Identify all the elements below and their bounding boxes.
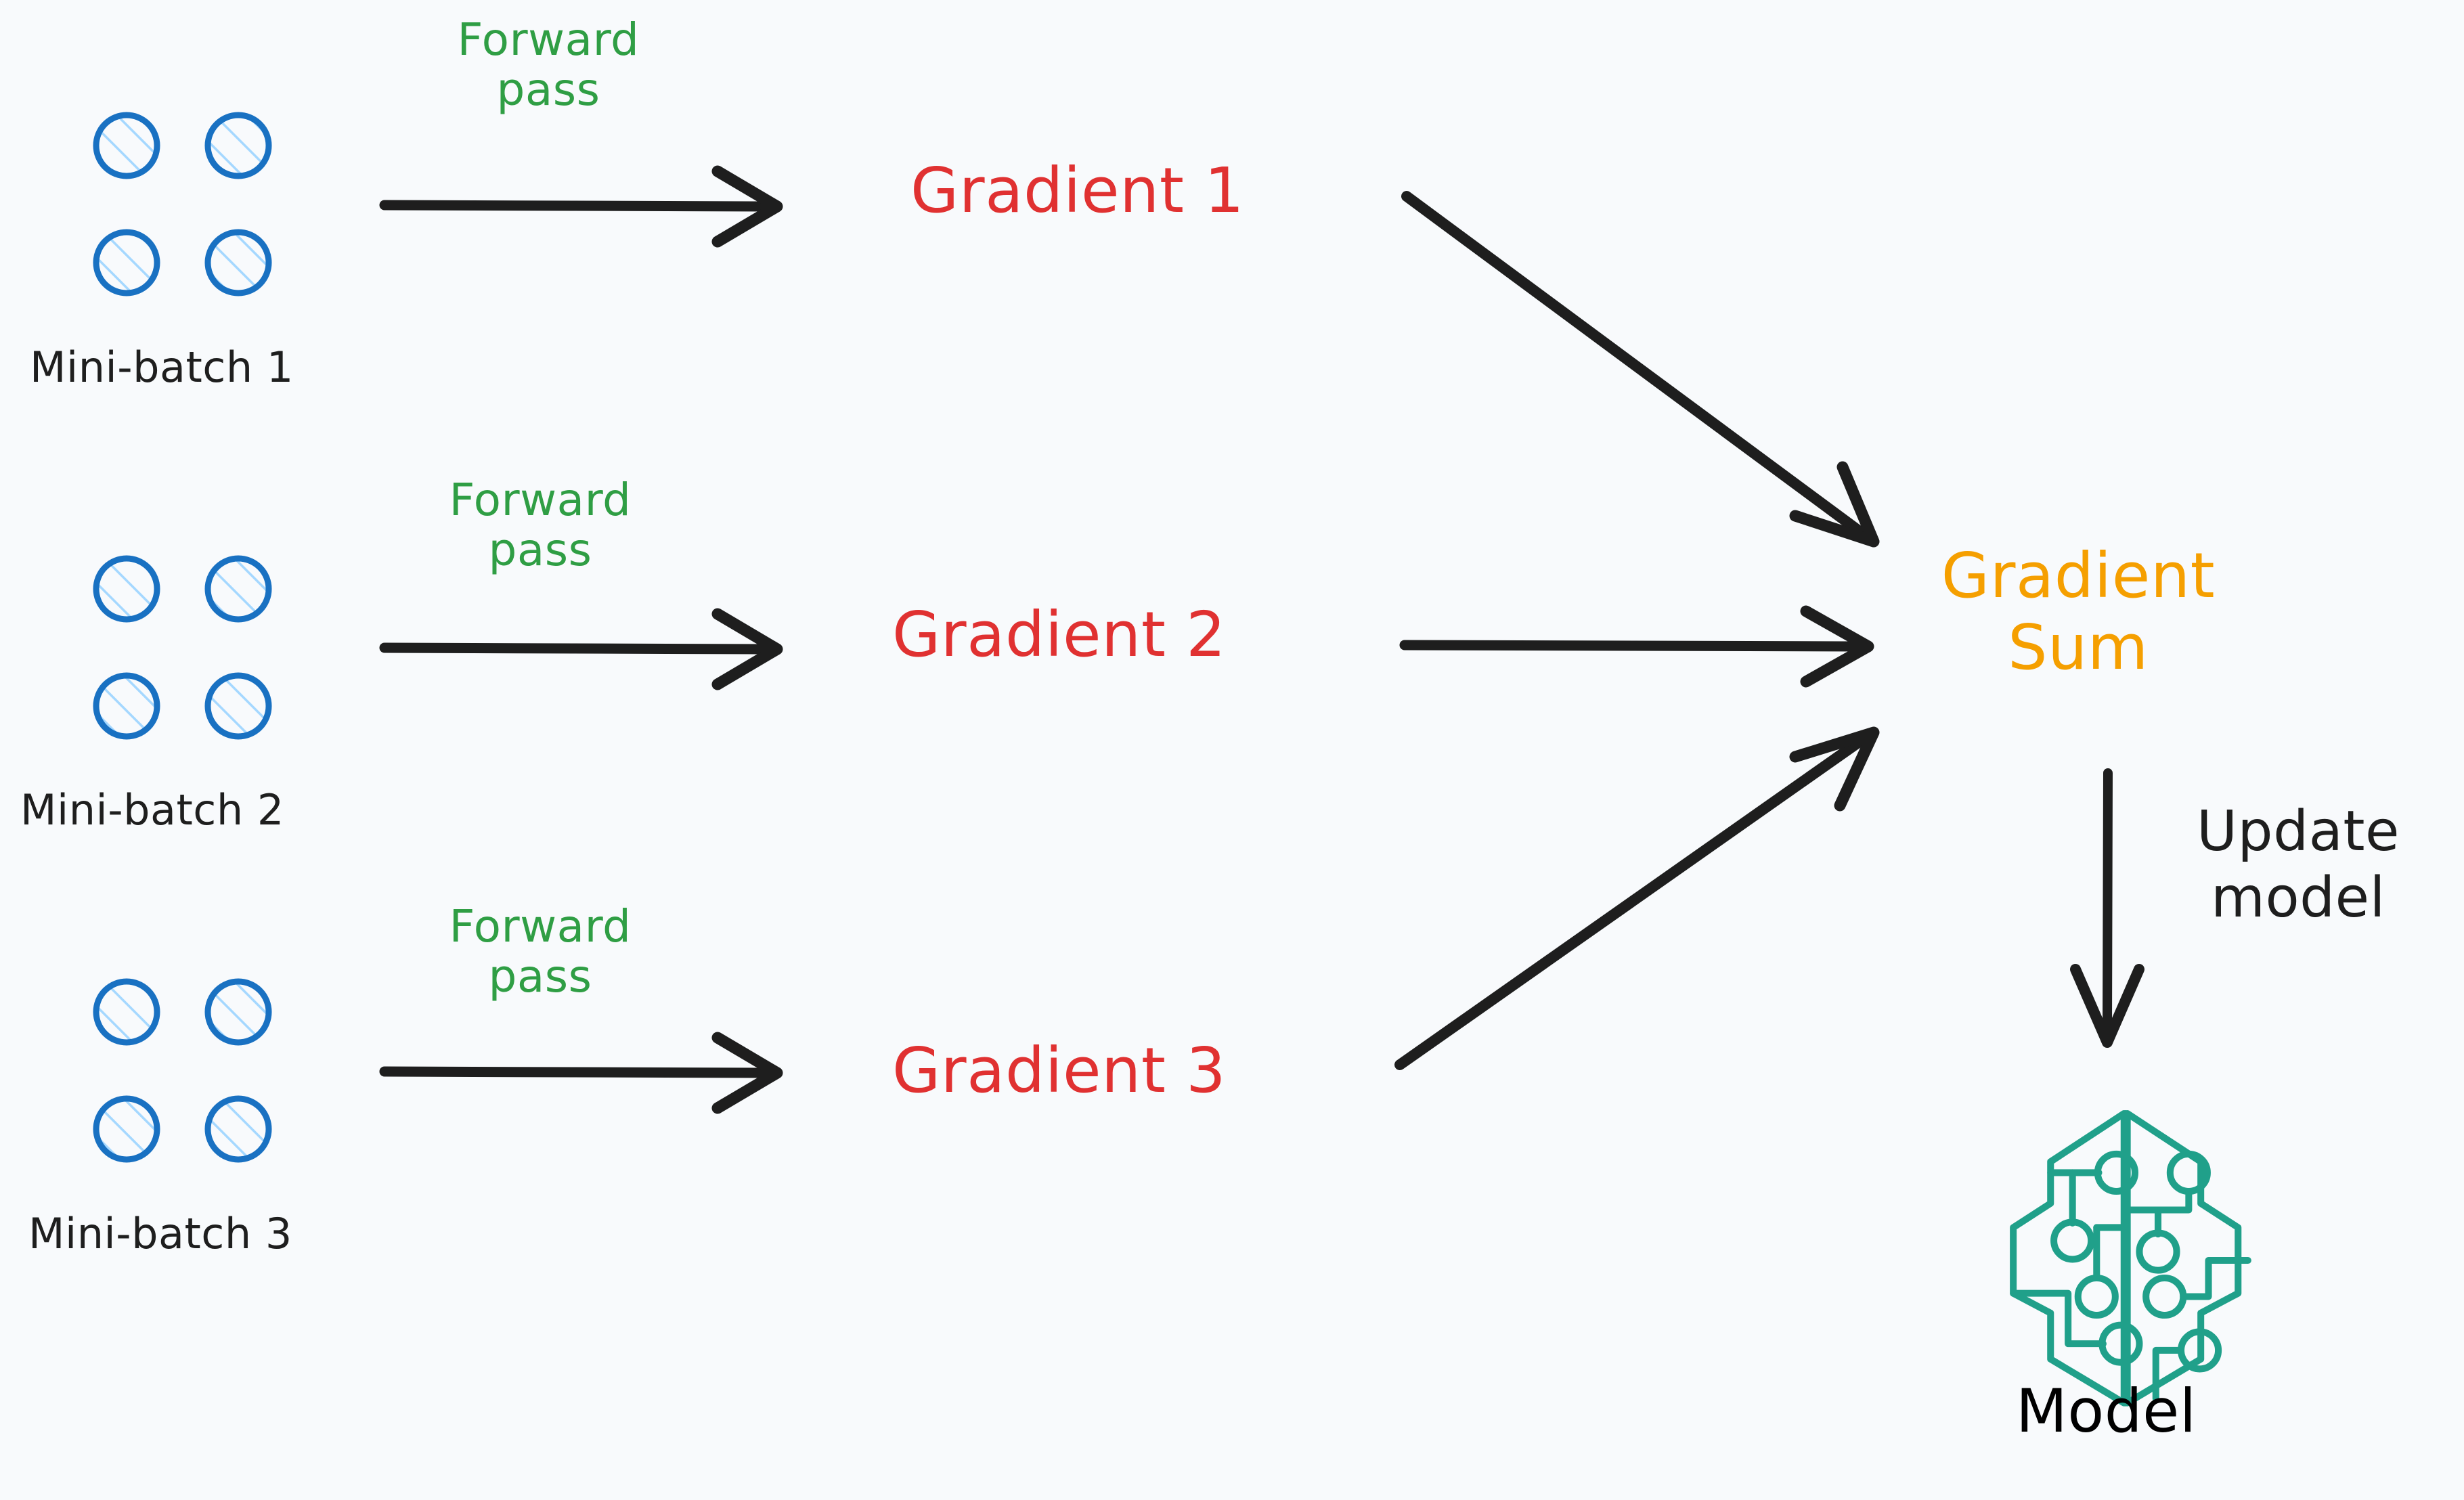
batch-circle — [204, 555, 272, 623]
forward-pass-line1: Forward — [449, 474, 632, 526]
gradient-1-label: Gradient 1 — [910, 154, 1245, 227]
update-model-label: Update model — [2153, 799, 2444, 932]
forward-pass-line1: Forward — [449, 900, 632, 952]
gradient3-to-sum-arrow — [1394, 726, 1880, 1070]
gradient1-to-sum-arrow — [1401, 191, 1880, 548]
batch-circle — [93, 1095, 160, 1163]
mini-batch-3-circles — [93, 978, 272, 1163]
forward-pass-label-2: Forward pass — [425, 475, 655, 575]
batch-circle — [204, 672, 272, 740]
batch-circle — [204, 112, 272, 179]
gradient-sum-label: Gradient Sum — [1902, 540, 2254, 684]
mini-batch-3-label: Mini-batch 3 — [28, 1209, 292, 1258]
mini-batch-2-circles — [93, 555, 272, 740]
model-label: Model — [2016, 1376, 2197, 1446]
forward-pass-line2: pass — [488, 523, 592, 576]
gradient-sum-line1: Gradient — [1941, 539, 2216, 612]
batch-circle — [93, 555, 160, 623]
gradient-3-label: Gradient 3 — [892, 1034, 1227, 1107]
gradient-sum-line2: Sum — [2008, 611, 2149, 684]
batch-circle — [204, 1095, 272, 1163]
forward-pass-arrow-2 — [379, 608, 783, 690]
batch-circle — [204, 229, 272, 296]
forward-pass-label-3: Forward pass — [425, 902, 655, 1002]
forward-pass-line2: pass — [488, 950, 592, 1002]
update-model-line2: model — [2211, 866, 2385, 931]
mini-batch-1-label: Mini-batch 1 — [30, 343, 294, 392]
batch-circle — [204, 978, 272, 1046]
batch-circle — [93, 978, 160, 1046]
forward-pass-line2: pass — [496, 63, 600, 116]
forward-pass-line1: Forward — [457, 14, 640, 66]
mini-batch-2-label: Mini-batch 2 — [20, 785, 284, 835]
mini-batch-1-circles — [93, 112, 272, 296]
gradient-2-label: Gradient 2 — [892, 598, 1227, 671]
circuit-brain-icon — [2010, 1109, 2251, 1407]
batch-circle — [93, 229, 160, 296]
batch-circle — [93, 672, 160, 740]
batch-circle — [93, 112, 160, 179]
forward-pass-label-1: Forward pass — [433, 15, 663, 115]
update-model-line1: Update — [2197, 799, 2400, 864]
forward-pass-arrow-1 — [379, 165, 783, 248]
forward-pass-arrow-3 — [379, 1032, 783, 1114]
gradient2-to-sum-arrow — [1399, 605, 1874, 688]
sum-to-model-arrow — [2070, 768, 2144, 1048]
